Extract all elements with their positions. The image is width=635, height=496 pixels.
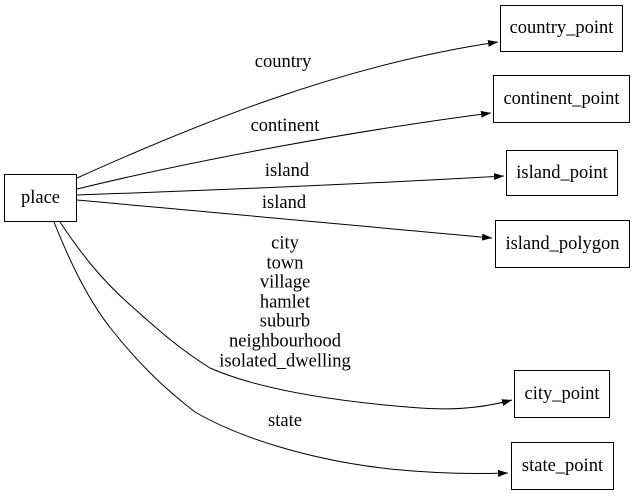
node-city-point-label: city_point <box>524 383 600 404</box>
node-place: place <box>4 174 77 222</box>
node-country-point-label: country_point <box>509 18 614 38</box>
node-country-point: country_point <box>500 5 623 52</box>
node-continent-point: continent_point <box>493 75 630 123</box>
edge-place-country-point <box>76 39 499 179</box>
edge-place-state-point <box>53 221 509 477</box>
edge-place-island-polygon <box>76 199 493 241</box>
edge-place-island-point <box>76 173 505 196</box>
edge-place-city-point <box>59 221 513 410</box>
node-island-polygon-label: island_polygon <box>505 233 620 254</box>
edge-label-continent: continent <box>250 116 320 137</box>
node-state-point-label: state_point <box>521 455 604 476</box>
node-place-label: place <box>20 187 61 208</box>
edge-label-island-point: island <box>264 161 310 182</box>
node-continent-point-label: continent_point <box>503 88 620 109</box>
node-city-point: city_point <box>514 370 610 418</box>
edge-place-continent-point <box>76 110 492 190</box>
edge-label-island-polygon: island <box>261 193 307 214</box>
edge-label-city-variants: city town village hamlet suburb neighbou… <box>219 233 351 371</box>
node-island-point: island_point <box>506 150 618 196</box>
node-state-point: state_point <box>511 442 614 490</box>
node-island-point-label: island_point <box>516 162 608 183</box>
edge-label-country: country <box>254 52 312 73</box>
node-island-polygon: island_polygon <box>495 220 630 268</box>
edge-label-state: state <box>268 411 302 432</box>
